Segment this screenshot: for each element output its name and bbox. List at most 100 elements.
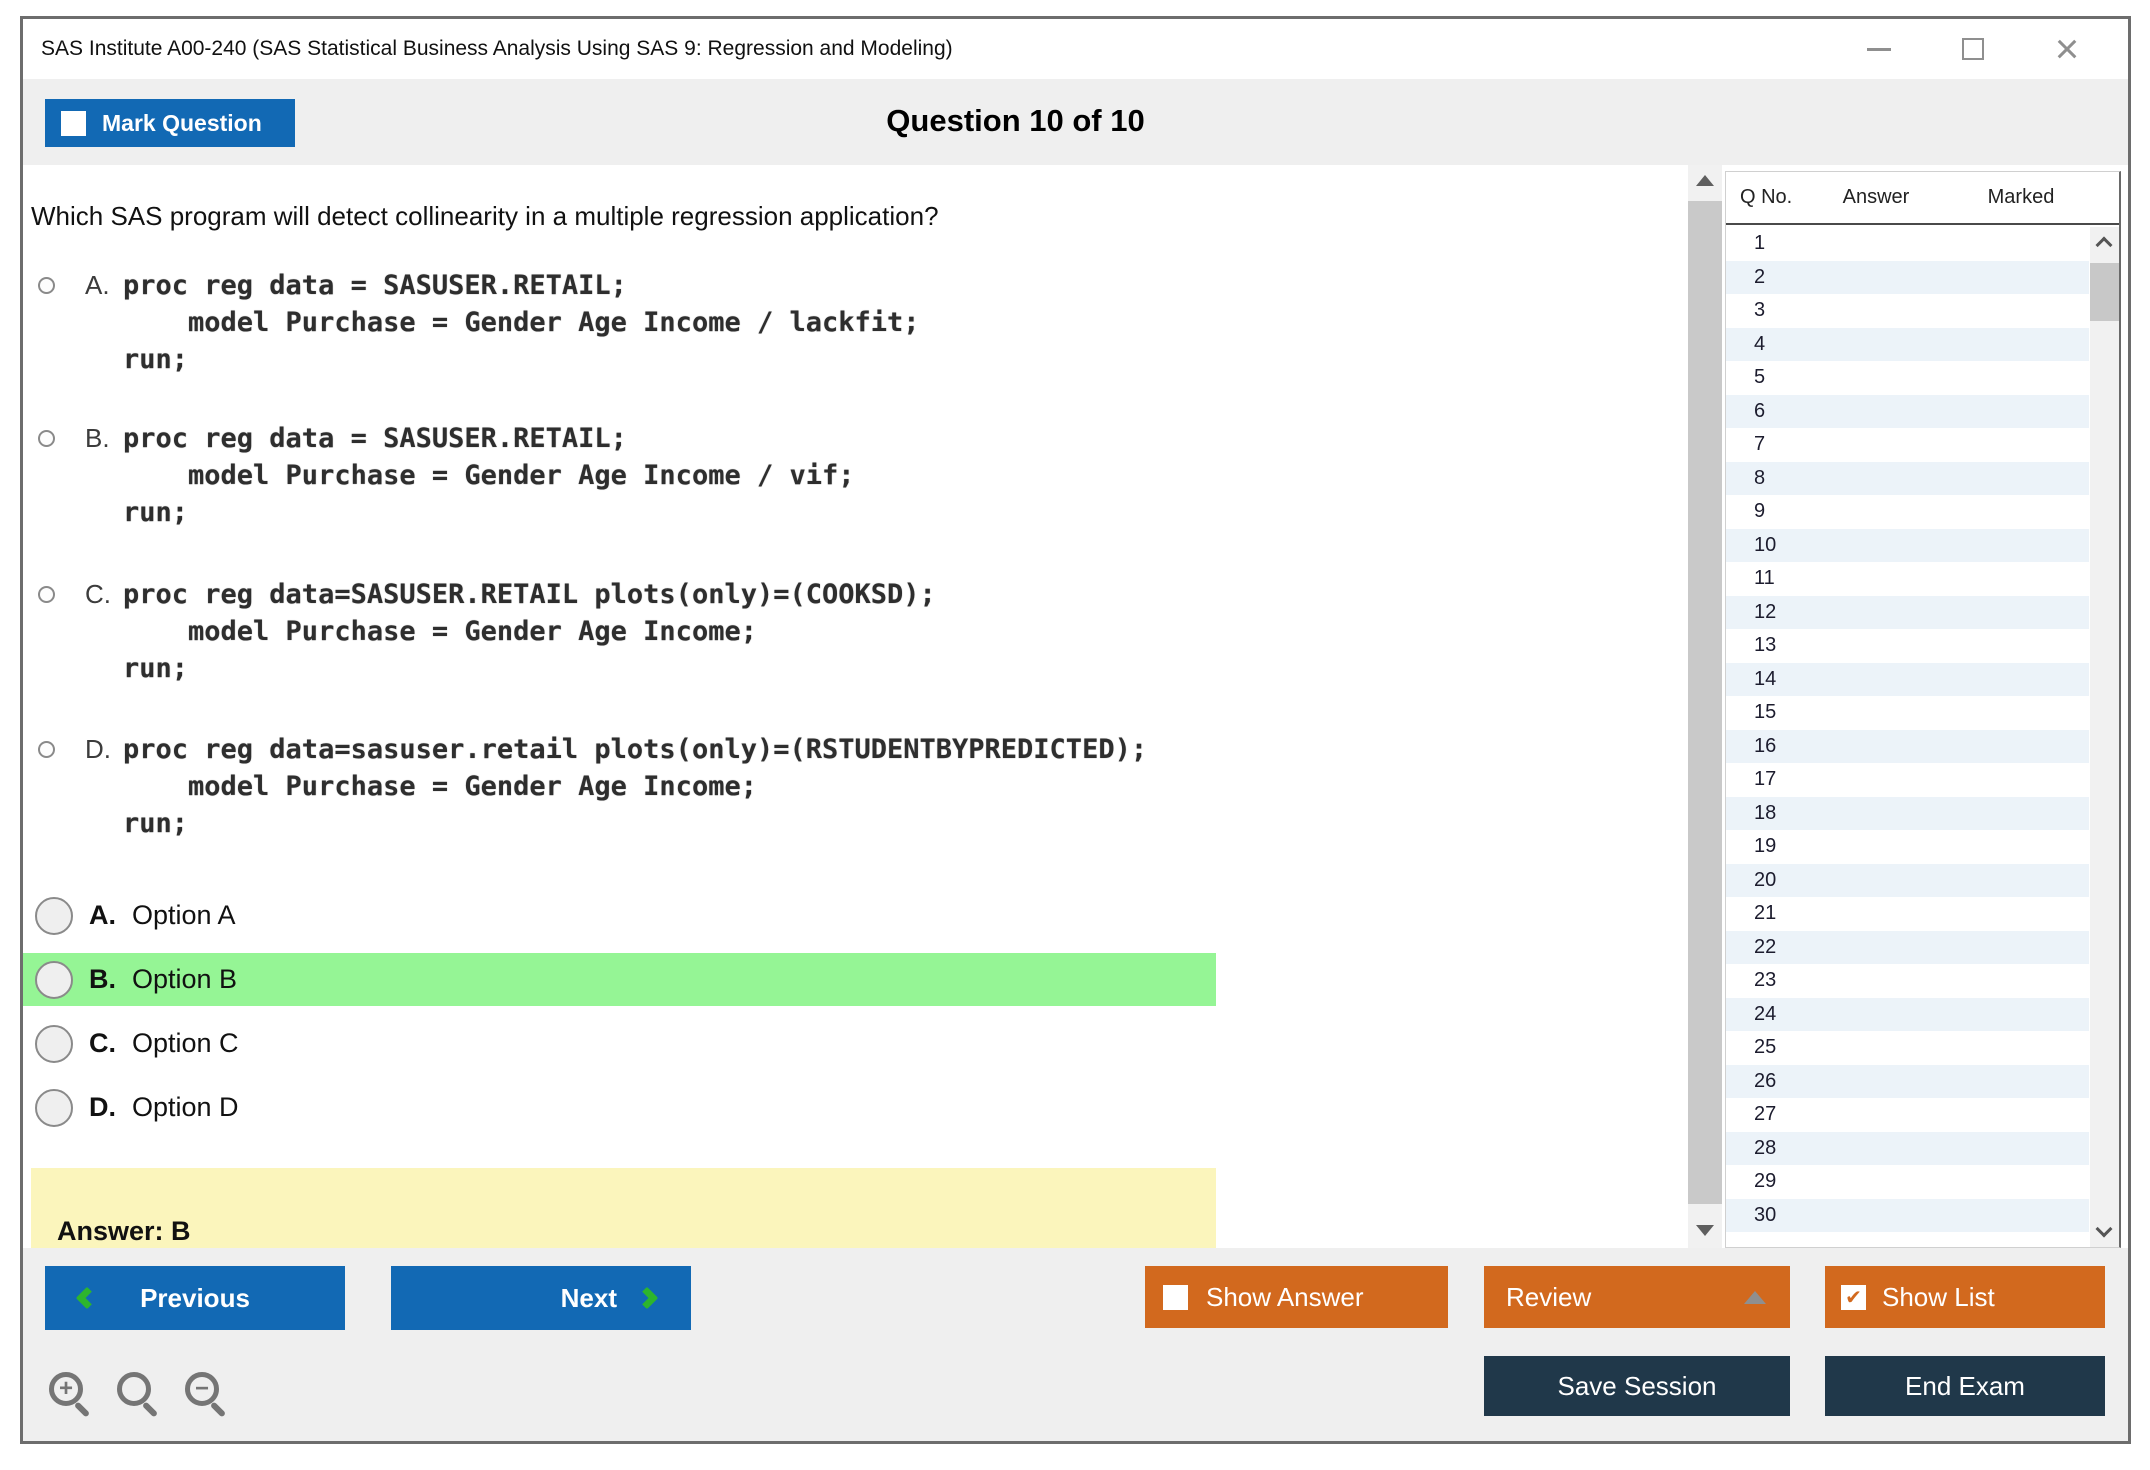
answer-option-a-label: A. <box>89 900 116 931</box>
end-exam-button[interactable]: End Exam <box>1825 1356 2105 1416</box>
question-list-row[interactable]: 5 <box>1726 361 2089 395</box>
question-list-row[interactable]: 1 <box>1726 227 2089 261</box>
close-button[interactable]: × <box>2052 34 2082 64</box>
code-option-d-code: proc reg data=sasuser.retail plots(only)… <box>123 731 1147 842</box>
question-number: 13 <box>1726 634 1776 657</box>
answer-option-a-radio[interactable] <box>35 897 73 935</box>
code-line: proc reg data = SASUSER.RETAIL; <box>123 270 627 301</box>
code-line: run; <box>123 808 188 839</box>
question-list: 1234567891011121314151617181920212223242… <box>1726 227 2089 1247</box>
question-number: 22 <box>1726 936 1776 959</box>
question-number: 1 <box>1726 232 1765 255</box>
code-option-c-radio[interactable] <box>38 586 55 603</box>
answer-option-c-radio[interactable] <box>35 1025 73 1063</box>
question-number: 25 <box>1726 1036 1776 1059</box>
question-list-row[interactable]: 26 <box>1726 1065 2089 1099</box>
question-number: 26 <box>1726 1070 1776 1093</box>
code-line: run; <box>123 497 188 528</box>
magnifier-icon[interactable] <box>115 1370 165 1420</box>
minimize-button[interactable] <box>1864 34 1894 64</box>
save-session-button[interactable]: Save Session <box>1484 1356 1790 1416</box>
next-button[interactable]: Next <box>391 1266 691 1330</box>
panel-scroll-down-icon[interactable] <box>2096 1221 2113 1238</box>
question-list-row[interactable]: 10 <box>1726 529 2089 563</box>
exam-window: SAS Institute A00-240 (SAS Statistical B… <box>20 16 2131 1444</box>
review-button[interactable]: Review <box>1484 1266 1790 1328</box>
question-list-row[interactable]: 15 <box>1726 696 2089 730</box>
code-option-d-radio[interactable] <box>38 741 55 758</box>
question-list-row[interactable]: 29 <box>1726 1165 2089 1199</box>
code-option-d-letter: D. <box>85 734 111 765</box>
previous-label: Previous <box>140 1283 250 1314</box>
question-list-row[interactable]: 21 <box>1726 897 2089 931</box>
previous-button[interactable]: Previous <box>45 1266 345 1330</box>
zoom-in-icon[interactable]: + <box>47 1370 97 1420</box>
answer-option-b-radio[interactable] <box>35 961 73 999</box>
code-line: proc reg data=SASUSER.RETAIL plots(only)… <box>123 579 936 610</box>
code-line: model Purchase = Gender Age Income / lac… <box>123 307 920 338</box>
code-line: proc reg data = SASUSER.RETAIL; <box>123 423 627 454</box>
triangle-up-icon <box>1744 1291 1766 1304</box>
question-list-row[interactable]: 12 <box>1726 596 2089 630</box>
scroll-down-icon[interactable] <box>1696 1225 1714 1236</box>
question-list-row[interactable]: 6 <box>1726 395 2089 429</box>
question-list-row[interactable]: 13 <box>1726 629 2089 663</box>
question-number: 15 <box>1726 701 1776 724</box>
code-option-b-radio[interactable] <box>38 430 55 447</box>
question-list-row[interactable]: 27 <box>1726 1098 2089 1132</box>
answer-reveal-box: Answer: B <box>31 1168 1216 1248</box>
question-number: 18 <box>1726 802 1776 825</box>
panel-scrollbar[interactable] <box>2090 227 2119 1247</box>
zoom-out-icon[interactable]: − <box>183 1370 233 1420</box>
code-option-c: C. proc reg data=SASUSER.RETAIL plots(on… <box>23 576 1423 691</box>
question-list-row[interactable]: 8 <box>1726 462 2089 496</box>
question-list-row[interactable]: 2 <box>1726 261 2089 295</box>
question-number: 8 <box>1726 467 1765 490</box>
code-line: model Purchase = Gender Age Income; <box>123 616 757 647</box>
question-number: 16 <box>1726 735 1776 758</box>
question-list-row[interactable]: 14 <box>1726 663 2089 697</box>
show-answer-label: Show Answer <box>1206 1282 1364 1313</box>
question-list-row[interactable]: 20 <box>1726 864 2089 898</box>
panel-scrollbar-thumb[interactable] <box>2090 263 2119 321</box>
question-list-row[interactable]: 28 <box>1726 1132 2089 1166</box>
question-list-row[interactable]: 22 <box>1726 931 2089 965</box>
scroll-up-icon[interactable] <box>1696 175 1714 186</box>
show-list-button[interactable]: ✔ Show List <box>1825 1266 2105 1328</box>
code-option-b-code: proc reg data = SASUSER.RETAIL; model Pu… <box>123 420 855 531</box>
show-answer-checkbox-icon[interactable] <box>1163 1285 1188 1310</box>
main-scrollbar-thumb[interactable] <box>1688 201 1722 1204</box>
review-label: Review <box>1506 1282 1591 1313</box>
question-number: 30 <box>1726 1204 1776 1227</box>
answer-option-d-text: Option D <box>132 1092 239 1123</box>
main-scrollbar[interactable] <box>1688 165 1722 1248</box>
question-list-row[interactable]: 19 <box>1726 830 2089 864</box>
question-list-row[interactable]: 4 <box>1726 328 2089 362</box>
show-list-checkbox-icon[interactable]: ✔ <box>1841 1285 1866 1310</box>
question-list-row[interactable]: 11 <box>1726 562 2089 596</box>
answer-option-d[interactable]: D. Option D <box>23 1081 1216 1134</box>
question-list-row[interactable]: 23 <box>1726 964 2089 998</box>
question-list-row[interactable]: 30 <box>1726 1199 2089 1233</box>
panel-scroll-up-icon[interactable] <box>2096 237 2113 254</box>
question-list-row[interactable]: 16 <box>1726 730 2089 764</box>
question-list-row[interactable]: 9 <box>1726 495 2089 529</box>
question-number: 4 <box>1726 333 1765 356</box>
code-option-a-radio[interactable] <box>38 277 55 294</box>
question-number: 7 <box>1726 433 1765 456</box>
question-list-row[interactable]: 7 <box>1726 428 2089 462</box>
answer-option-c[interactable]: C. Option C <box>23 1017 1216 1070</box>
header-strip: Mark Question Question 10 of 10 <box>23 79 2128 165</box>
maximize-button[interactable] <box>1958 34 1988 64</box>
question-list-row[interactable]: 17 <box>1726 763 2089 797</box>
question-list-row[interactable]: 3 <box>1726 294 2089 328</box>
answer-option-b[interactable]: B. Option B <box>23 953 1216 1006</box>
question-number: 12 <box>1726 601 1776 624</box>
question-list-row[interactable]: 25 <box>1726 1031 2089 1065</box>
answer-option-a[interactable]: A. Option A <box>23 889 1216 942</box>
window-title: SAS Institute A00-240 (SAS Statistical B… <box>41 19 953 79</box>
question-list-row[interactable]: 18 <box>1726 797 2089 831</box>
question-list-row[interactable]: 24 <box>1726 998 2089 1032</box>
show-answer-button[interactable]: Show Answer <box>1145 1266 1448 1328</box>
answer-option-d-radio[interactable] <box>35 1089 73 1127</box>
